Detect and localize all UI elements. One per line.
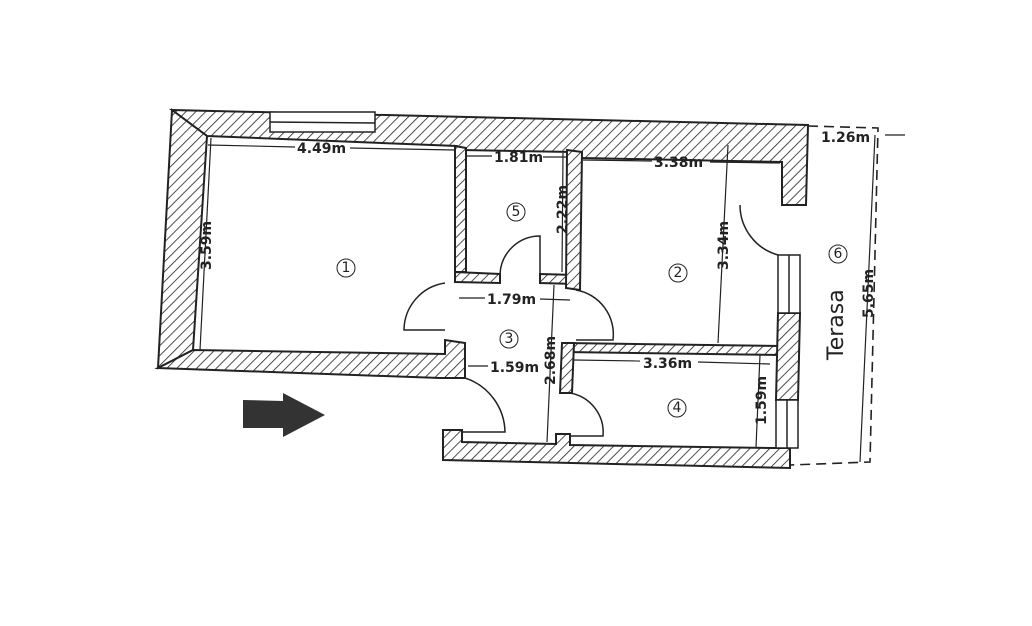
dim-terrace-length: 5.65m (861, 269, 877, 318)
door-room1 (403, 282, 446, 331)
window-room4 (775, 399, 799, 449)
wall-room1-bottom (154, 338, 466, 379)
wall-room5-room2 (564, 148, 584, 292)
dimension-lines (199, 134, 905, 463)
wall-top (168, 108, 810, 206)
terrace-label: Terasa (824, 289, 849, 361)
svg-text:3: 3 (505, 331, 514, 347)
svg-text:4: 4 (673, 400, 682, 416)
svg-text:5: 5 (512, 204, 521, 220)
door-room2 (575, 289, 615, 341)
wall-room1-room5 (454, 144, 467, 273)
dim-room2-width: 3.38m (654, 155, 703, 171)
door-terrace (739, 204, 779, 256)
dim-hall-width: 1.79m (487, 292, 536, 308)
dim-room1-height: 3.59m (199, 221, 215, 270)
dim-terrace-width: 1.26m (821, 130, 870, 146)
svg-text:1: 1 (342, 260, 351, 276)
wall-room2-room4 (564, 341, 781, 357)
dim-room1-width: 4.49m (297, 141, 346, 157)
wall-right-middle (774, 312, 802, 401)
window-top (269, 111, 376, 133)
room-6-label: 6 (828, 244, 848, 264)
svg-text:6: 6 (834, 246, 843, 262)
door-room5 (499, 235, 541, 275)
wall-room4-left (558, 342, 576, 394)
dim-room2-height: 3.34m (716, 221, 732, 270)
terrace-outline (789, 125, 879, 466)
room-3-label: 3 (499, 329, 519, 349)
svg-text:2: 2 (674, 265, 683, 281)
dim-room5-width: 1.81m (494, 150, 543, 166)
door-room4 (569, 392, 604, 437)
door-entrance (462, 377, 506, 433)
room-5-label: 5 (506, 202, 526, 222)
dim-room5-height: 2.22m (555, 185, 571, 234)
room-4-label: 4 (667, 398, 687, 418)
room-2-label: 2 (668, 263, 688, 283)
room-1-label: 1 (336, 258, 356, 278)
dim-hall-length: 2.68m (543, 336, 559, 385)
dim-hall-entry: 1.59m (490, 360, 539, 376)
wall-bottom (442, 429, 791, 470)
entrance-arrow-icon (243, 393, 325, 437)
wall-room5-bottom-left (454, 270, 501, 285)
window-room2 (777, 254, 801, 314)
dim-room4-width: 3.36m (643, 356, 692, 372)
dim-room4-height: 1.59m (754, 376, 770, 425)
